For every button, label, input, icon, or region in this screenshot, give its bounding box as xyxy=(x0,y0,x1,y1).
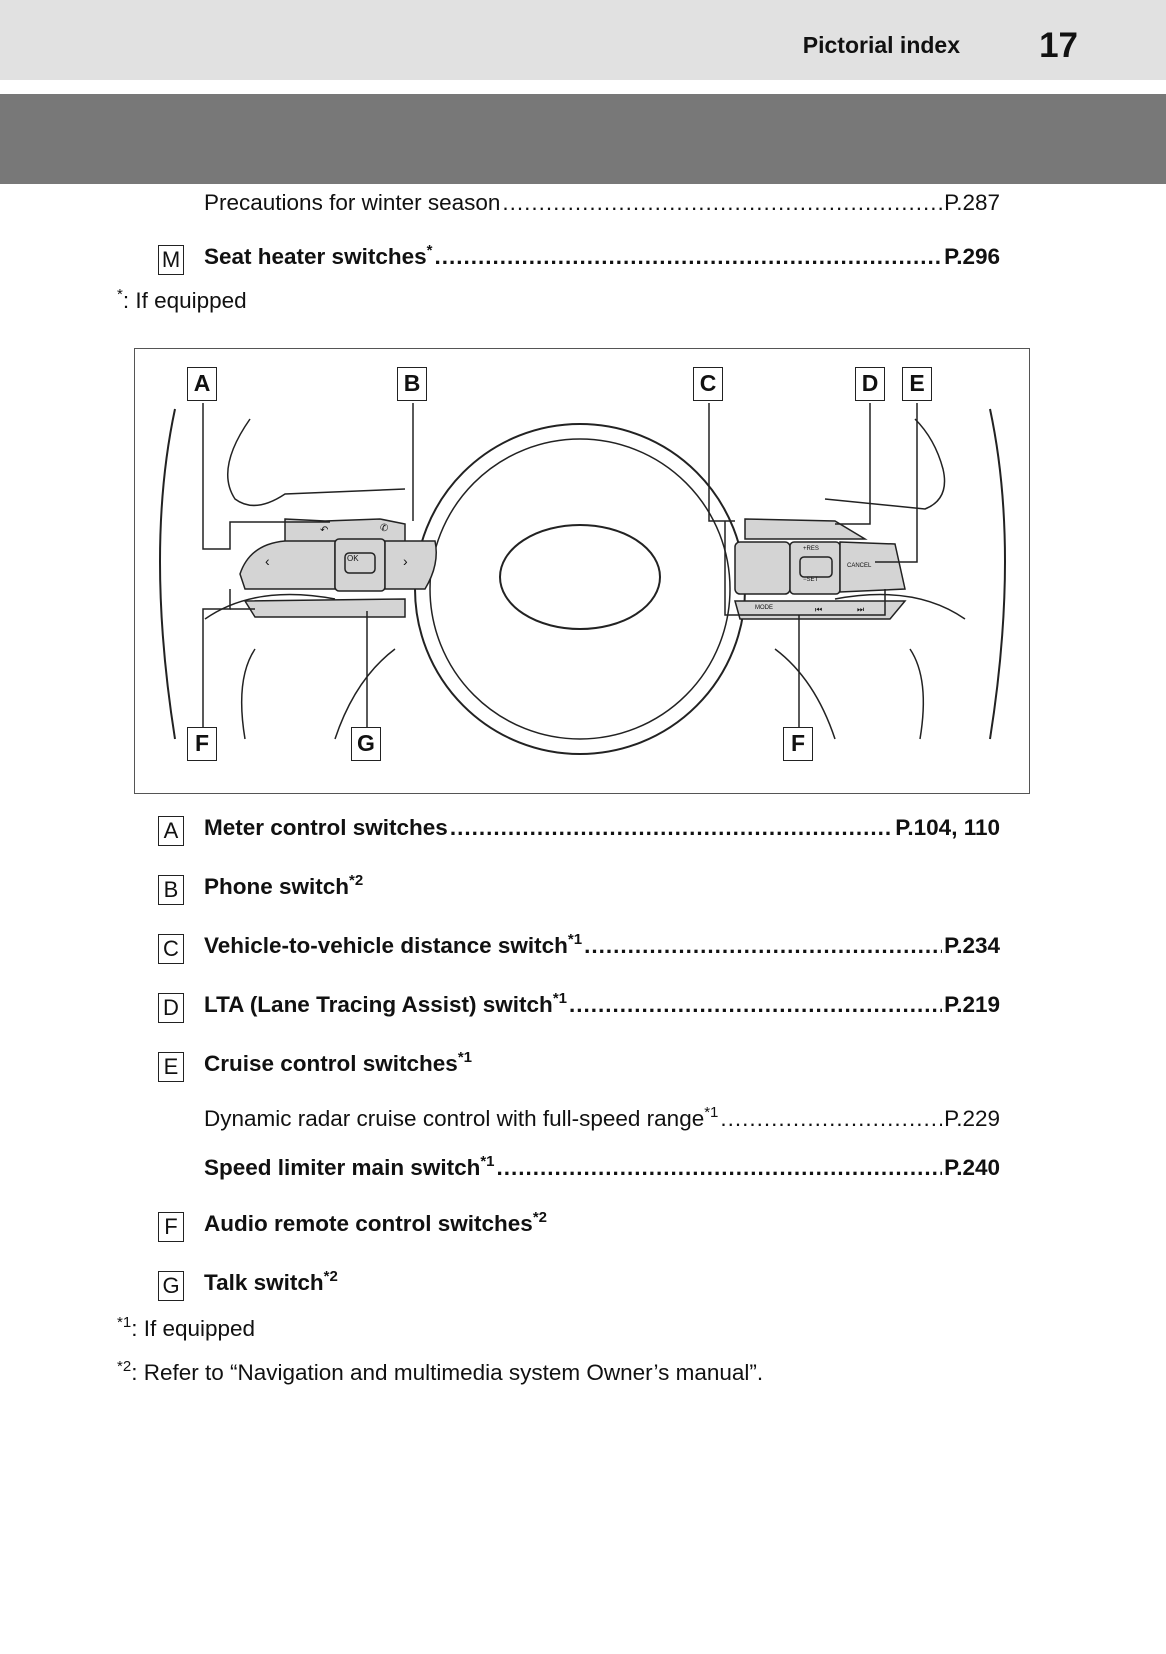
entry-label: Precautions for winter season xyxy=(204,190,501,215)
previous-track-icon: ⏮ xyxy=(815,605,823,614)
section-band xyxy=(0,94,1166,184)
entry-label: Speed limiter main switch*1 xyxy=(204,1153,495,1180)
key-badge-g: G xyxy=(158,1271,184,1301)
ok-button-label: OK xyxy=(347,554,359,563)
phone-icon: ✆ xyxy=(380,523,389,534)
entry-page[interactable]: P.240 xyxy=(944,1155,1000,1180)
leader-dots xyxy=(434,244,942,270)
next-track-icon: ⏭ xyxy=(857,605,865,614)
index-entry-speed-limiter: Speed limiter main switch*1 P.240 xyxy=(204,1153,1000,1181)
index-entry-audio-remote: Audio remote control switches*2 xyxy=(204,1209,1000,1237)
entry-label: LTA (Lane Tracing Assist) switch*1 xyxy=(204,990,567,1017)
leader-dots xyxy=(720,1106,942,1132)
key-badge-m: M xyxy=(158,245,184,275)
steering-wheel-drawing xyxy=(159,403,1006,755)
index-entry-meter-control: Meter control switches P.104, 110 xyxy=(204,815,1000,841)
index-entry-cruise-control: Cruise control switches*1 xyxy=(204,1049,1000,1077)
cancel-label: CANCEL xyxy=(847,563,872,569)
index-entry-winter: Precautions for winter season P.287 xyxy=(204,190,1000,216)
callout-d: D xyxy=(855,367,885,401)
index-entry-talk-switch: Talk switch*2 xyxy=(204,1268,1000,1296)
entry-page[interactable]: P.296 xyxy=(944,244,1000,269)
callout-b: B xyxy=(397,367,427,401)
key-badge-e: E xyxy=(158,1052,184,1082)
right-arrow-icon: › xyxy=(403,553,408,569)
entry-label: Audio remote control switches*2 xyxy=(204,1209,547,1236)
entry-label: Seat heater switches* xyxy=(204,242,433,269)
left-arrow-icon: ‹ xyxy=(265,553,270,569)
index-entry-phone-switch: Phone switch*2 xyxy=(204,872,1000,900)
section-title: Pictorial index xyxy=(802,32,960,58)
steering-wheel-figure: OK +RES −SET CANCEL MODE ‹ › ↶ ✆ ⏮ ⏭ A B… xyxy=(134,348,1030,794)
leader-dots xyxy=(497,1155,943,1181)
key-badge-c: C xyxy=(158,934,184,964)
key-badge-a: A xyxy=(158,816,184,846)
callout-c: C xyxy=(693,367,723,401)
index-entry-seat-heater: Seat heater switches* P.296 xyxy=(204,242,1000,270)
entry-label: Phone switch*2 xyxy=(204,872,364,899)
index-entry-distance-switch: Vehicle-to-vehicle distance switch*1 P.2… xyxy=(204,931,1000,959)
key-badge-d: D xyxy=(158,993,184,1023)
entry-label: Cruise control switches*1 xyxy=(204,1049,473,1076)
entry-page[interactable]: P.229 xyxy=(944,1106,1000,1131)
entry-page[interactable]: P.219 xyxy=(944,992,1000,1017)
leader-dots xyxy=(502,190,942,216)
entry-page[interactable]: P.104, 110 xyxy=(895,815,1000,840)
callout-e: E xyxy=(902,367,932,401)
back-icon: ↶ xyxy=(320,525,329,536)
entry-page[interactable]: P.287 xyxy=(944,190,1000,215)
callout-a: A xyxy=(187,367,217,401)
callout-f-right: F xyxy=(783,727,813,761)
entry-page[interactable]: P.234 xyxy=(944,933,1000,958)
set-label: −SET xyxy=(803,577,819,583)
entry-label: Vehicle-to-vehicle distance switch*1 xyxy=(204,931,583,958)
entry-label: Meter control switches xyxy=(204,815,448,840)
leader-dots xyxy=(569,992,942,1018)
key-badge-b: B xyxy=(158,875,184,905)
header-bar: Pictorial index 17 xyxy=(0,0,1166,80)
index-entry-dynamic-radar: Dynamic radar cruise control with full-s… xyxy=(204,1104,1000,1132)
footnote-1: *1: If equipped xyxy=(117,1314,256,1341)
mode-label: MODE xyxy=(755,605,773,611)
key-badge-f: F xyxy=(158,1212,184,1242)
leader-dots xyxy=(584,933,942,959)
callout-g: G xyxy=(351,727,381,761)
res-label: +RES xyxy=(803,546,819,552)
footnote-2: *2: Refer to “Navigation and multimedia … xyxy=(117,1358,764,1385)
page-number: 17 xyxy=(1039,26,1078,65)
entry-label: Dynamic radar cruise control with full-s… xyxy=(204,1104,719,1131)
index-entry-lta-switch: LTA (Lane Tracing Assist) switch*1 P.219 xyxy=(204,990,1000,1018)
entry-label: Talk switch*2 xyxy=(204,1268,338,1295)
callout-f-left: F xyxy=(187,727,217,761)
leader-dots xyxy=(450,815,893,841)
if-equipped-note: *: If equipped xyxy=(117,286,247,313)
